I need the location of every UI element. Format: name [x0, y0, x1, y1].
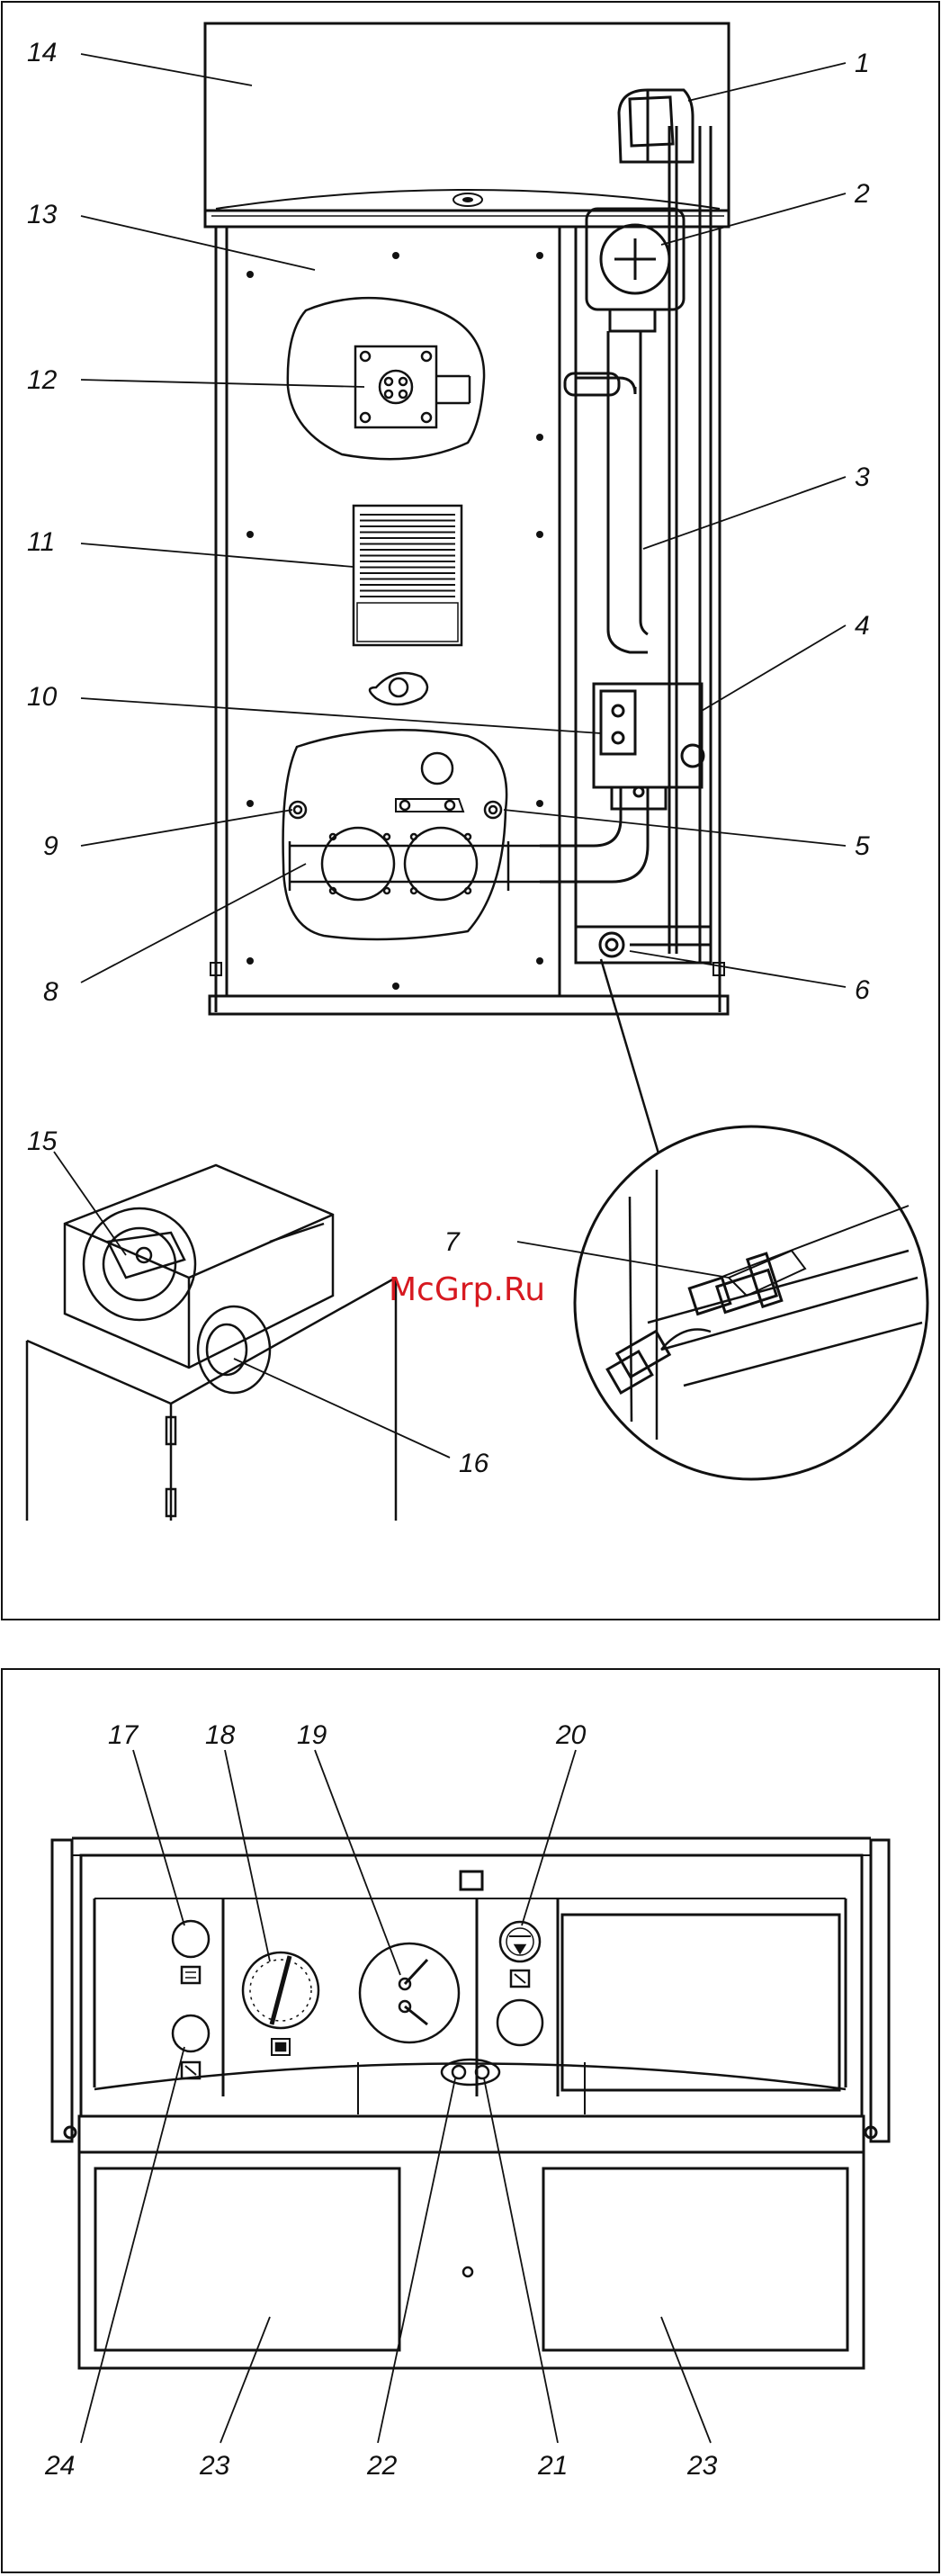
- top-cover-handle: [453, 193, 482, 206]
- callout-13: 13: [27, 200, 58, 229]
- watermark: McGrp.Ru: [389, 1271, 545, 1308]
- callout-24: 24: [44, 2451, 75, 2481]
- callout-7: 7: [444, 1227, 461, 1257]
- main-switch-17: [173, 1921, 209, 1983]
- callout-8: 8: [43, 977, 58, 1007]
- callout-5: 5: [855, 831, 870, 861]
- temperature-knob-18: [243, 1952, 318, 2055]
- upper-cutaway-flange: [288, 298, 484, 459]
- ventilation-grille: [354, 506, 462, 645]
- callout-2: 2: [854, 179, 870, 209]
- callout-22: 22: [366, 2451, 398, 2481]
- lower-panel: [2, 1669, 939, 2572]
- lower-cutaway-burner: [283, 730, 540, 939]
- callout-15: 15: [27, 1126, 58, 1156]
- callout-3: 3: [855, 462, 870, 492]
- callout-17: 17: [108, 1720, 139, 1750]
- thermo-manometer-19: [360, 1943, 459, 2042]
- upper-panel: [2, 2, 939, 1620]
- callout-1: 1: [855, 49, 870, 78]
- callout-6: 6: [855, 975, 870, 1005]
- callout-23-right: 23: [686, 2451, 718, 2481]
- callout-14: 14: [27, 38, 57, 67]
- callout-23-left: 23: [199, 2451, 230, 2481]
- callout-19: 19: [297, 1720, 327, 1750]
- callout-16: 16: [459, 1449, 489, 1478]
- control-panel-body: [52, 1838, 889, 2368]
- callout-11: 11: [27, 527, 55, 557]
- callout-12: 12: [27, 365, 58, 395]
- callout-9: 9: [43, 831, 58, 861]
- upper-panel-frame: [2, 2, 939, 1620]
- drain-valve-detail: [575, 959, 928, 1479]
- callout-4: 4: [855, 611, 870, 641]
- service-connectors: [442, 2060, 499, 2276]
- burner-isometric-view: [27, 1165, 396, 1521]
- indicator-20: [497, 1922, 542, 2045]
- callout-20: 20: [555, 1720, 587, 1750]
- callout-10: 10: [27, 682, 58, 712]
- inspection-port: [370, 673, 427, 705]
- hydraulic-piping: [540, 90, 711, 963]
- panel-screws: [246, 252, 543, 990]
- callout-21: 21: [537, 2451, 568, 2481]
- lower-callouts: 17 18 19 20 24 23 22 21 23: [44, 1720, 718, 2481]
- lower-panel-frame: [2, 1669, 939, 2572]
- callout-18: 18: [205, 1720, 236, 1750]
